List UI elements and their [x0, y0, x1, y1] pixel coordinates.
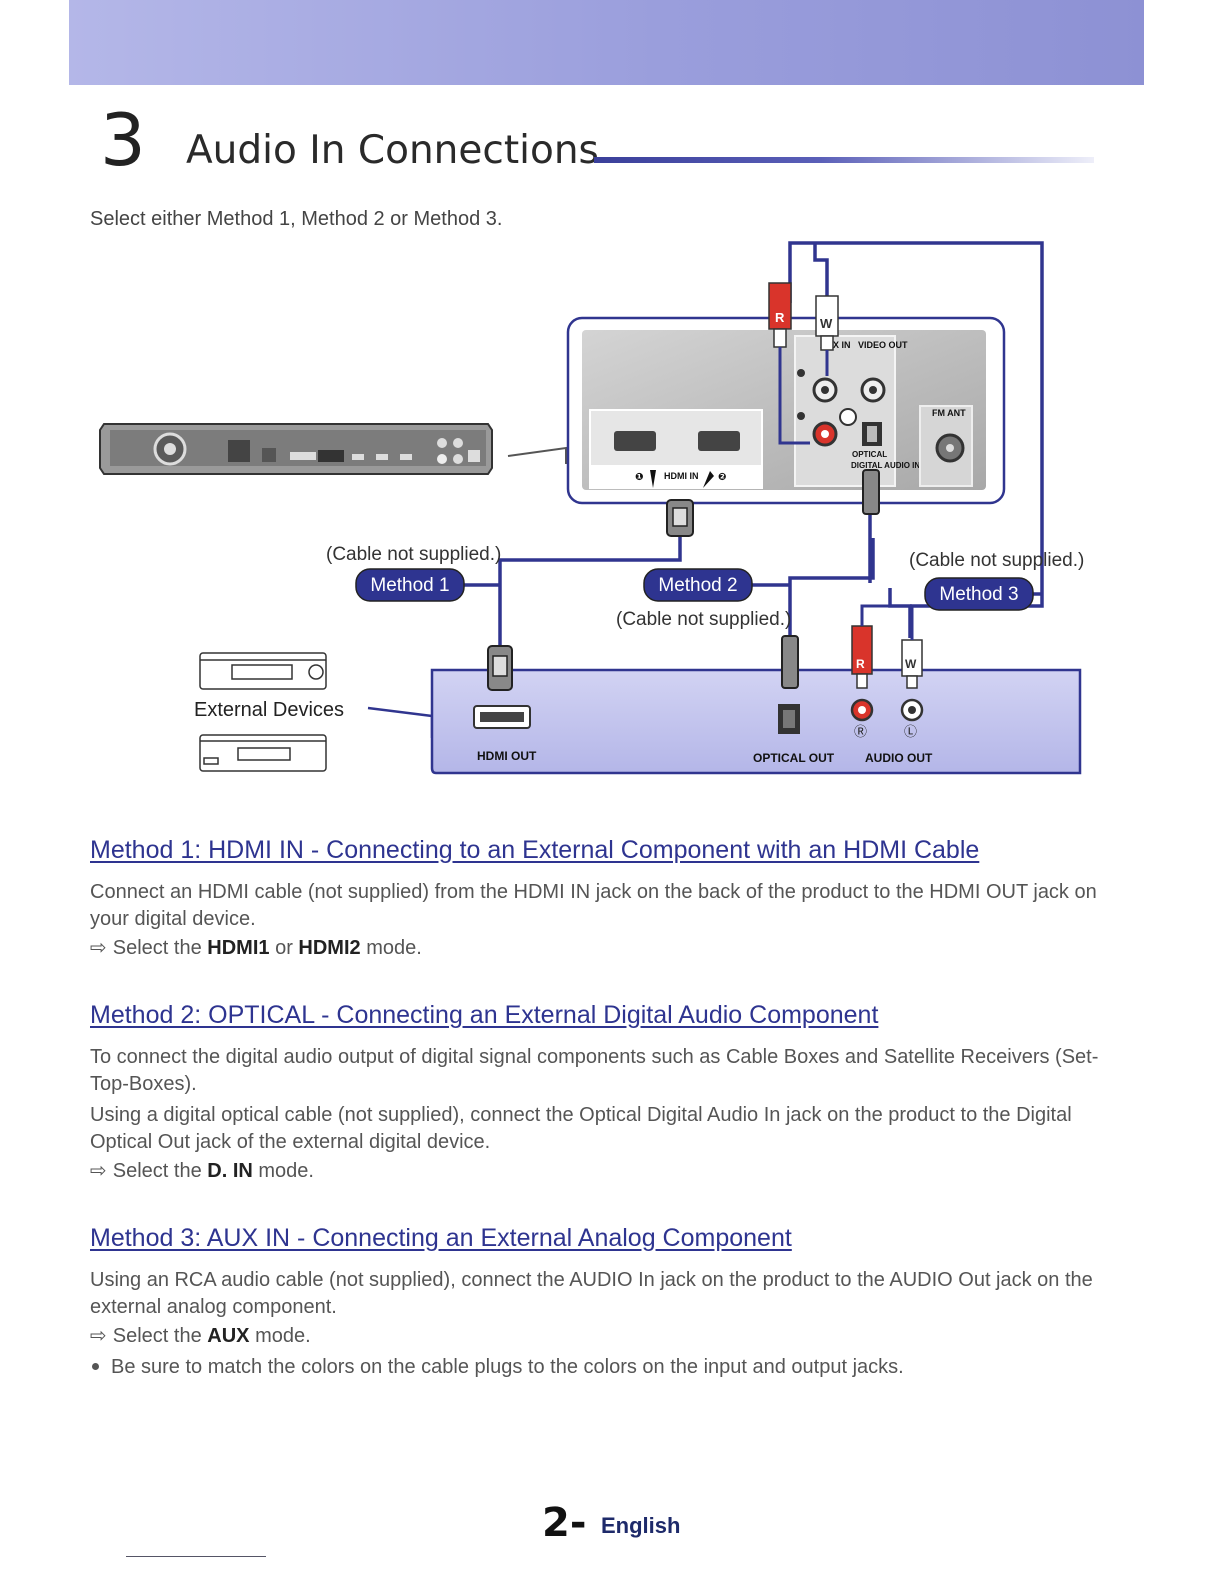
method-2-text-1: To connect the digital audio output of d…	[90, 1046, 1099, 1095]
digital-audio-in-label: DIGITAL AUDIO IN	[851, 461, 920, 470]
plug-w-bottom: W	[905, 657, 917, 671]
rca-plugs-top: R W	[768, 282, 839, 351]
video-out-label: VIDEO OUT	[858, 340, 908, 350]
rca-plugs-bottom: R W	[851, 625, 923, 689]
external-device-panel: HDMI OUT OPTICAL OUT Ⓡ Ⓛ AUDIO OUT	[430, 668, 1082, 775]
method-1-heading: Method 1: HDMI IN - Connecting to an Ext…	[90, 836, 980, 864]
cable-note-1: (Cable not supplied.)	[326, 544, 501, 565]
connection-diagram: ❶ HDMI IN ❷ AUX IN VIDEO OUT OPTICAL DIG…	[99, 241, 1084, 775]
method-2-heading: Method 2: OPTICAL - Connecting an Extern…	[90, 1001, 879, 1029]
footer-rule	[126, 1556, 266, 1557]
fm-ant-label: FM ANT	[932, 408, 966, 418]
header-band	[69, 0, 1144, 85]
jack-r-label: Ⓡ	[854, 724, 867, 739]
page-language: English	[601, 1513, 681, 1538]
optical-label: OPTICAL	[852, 450, 887, 459]
optical-out-label: OPTICAL OUT	[753, 751, 835, 765]
hdmi-port-2-label: ❷	[718, 472, 727, 483]
aux-in-label: AUX IN	[820, 340, 851, 350]
product-jack-panel: ❶ HDMI IN ❷ AUX IN VIDEO OUT OPTICAL DIG…	[566, 316, 1006, 505]
page-number: 2-	[542, 1500, 587, 1546]
method-3-bullet: Be sure to match the colors on the cable…	[90, 1352, 1130, 1383]
method-3-section: Method 3: AUX IN - Connecting an Externa…	[90, 1224, 1130, 1383]
audio-out-label: AUDIO OUT	[865, 751, 933, 765]
method-3-step: ⇨Select the AUX mode.	[90, 1321, 1130, 1352]
method-3-label: Method 3	[939, 584, 1018, 605]
bullet-icon	[92, 1363, 99, 1370]
method-2-pill	[643, 568, 753, 602]
method-2-section: Method 2: OPTICAL - Connecting an Extern…	[90, 1001, 1130, 1187]
intro-text: Select either Method 1, Method 2 or Meth…	[90, 208, 503, 230]
hdmi-plug-top	[666, 499, 694, 537]
external-device-icon-2	[199, 734, 327, 772]
method-3-heading: Method 3: AUX IN - Connecting an Externa…	[90, 1224, 792, 1252]
method-2-step: ⇨Select the D. IN mode.	[90, 1156, 1130, 1187]
method-3-pill	[924, 577, 1034, 611]
external-devices-label: External Devices	[194, 699, 344, 721]
method-1-step: ⇨Select the HDMI1 or HDMI2 mode.	[90, 933, 1130, 964]
method-1-text: Connect an HDMI cable (not supplied) fro…	[90, 881, 1097, 930]
method-1-label: Method 1	[370, 575, 449, 596]
hdmi-port-1-label: ❶	[635, 472, 644, 483]
chapter-number: 3	[100, 98, 146, 182]
optical-plug-top	[862, 469, 880, 515]
cable-note-2: (Cable not supplied.)	[616, 609, 791, 630]
plug-r-bottom: R	[856, 657, 865, 671]
cable-note-3: (Cable not supplied.)	[909, 550, 1084, 571]
plug-w-top: W	[820, 316, 833, 331]
hdmi-plug-bottom	[487, 645, 513, 691]
arrow-icon: ⇨	[90, 1325, 107, 1347]
title-rule	[594, 157, 1094, 163]
receiver-back-panel	[99, 423, 493, 475]
method-1-section: Method 1: HDMI IN - Connecting to an Ext…	[90, 836, 1130, 964]
method-1-pill	[355, 568, 465, 602]
hdmi-in-label: HDMI IN	[664, 471, 699, 481]
external-device-icon-1	[199, 652, 327, 690]
method-2-label: Method 2	[658, 575, 737, 596]
plug-r-top: R	[775, 310, 785, 325]
hdmi-out-label: HDMI OUT	[477, 749, 537, 763]
arrow-icon: ⇨	[90, 1160, 107, 1182]
chapter-title: Audio In Connections	[186, 128, 599, 173]
method-2-text-2: Using a digital optical cable (not suppl…	[90, 1104, 1072, 1153]
arrow-icon: ⇨	[90, 937, 107, 959]
method-3-text: Using an RCA audio cable (not supplied),…	[90, 1269, 1093, 1318]
jack-l-label: Ⓛ	[904, 724, 917, 739]
optical-plug-bottom	[781, 635, 799, 689]
